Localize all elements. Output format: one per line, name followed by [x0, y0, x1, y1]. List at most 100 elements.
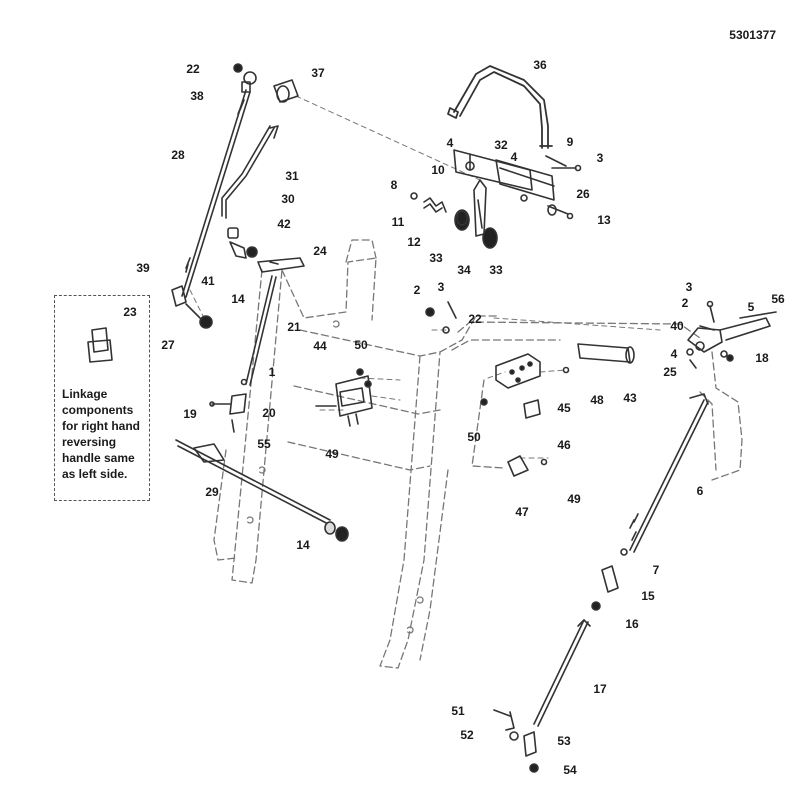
part-2-3-center [425, 301, 457, 334]
callout-label: 7 [652, 563, 660, 577]
note-line: for right hand [62, 419, 140, 433]
callout-label: 3 [685, 280, 693, 294]
callout-label: 18 [755, 351, 769, 365]
callout-label: 40 [670, 319, 684, 333]
callout-label: 55 [257, 437, 271, 451]
callout-label: 54 [563, 763, 577, 777]
lever-cluster [686, 300, 777, 369]
part-29-shaft [175, 439, 349, 542]
callout-label: 28 [171, 148, 185, 162]
callout-label: 46 [557, 438, 571, 452]
callout-label: 51 [451, 704, 465, 718]
note-line: handle same [62, 451, 135, 465]
callout-label: 29 [205, 485, 219, 499]
callout-label: 15 [641, 589, 655, 603]
callout-label: 34 [457, 263, 471, 277]
callout-label: 4 [670, 347, 678, 361]
callout-label: 39 [136, 261, 150, 275]
part-9-3-screws [545, 155, 582, 220]
callout-label: 2 [413, 283, 421, 297]
callout-label: 37 [311, 66, 325, 80]
callout-label: 4 [446, 136, 454, 150]
callout-label: 44 [313, 339, 327, 353]
handle-frame [213, 239, 743, 669]
part-37-bushing [273, 79, 299, 103]
part-20-block [209, 378, 248, 433]
part-32-bracket [453, 149, 555, 202]
callout-label: 6 [696, 484, 704, 498]
callout-label: 33 [489, 263, 503, 277]
callout-label: 10 [431, 163, 445, 177]
note-line: components [62, 403, 134, 417]
callout-label: 49 [325, 447, 339, 461]
callout-label: 50 [467, 430, 481, 444]
callout-label: 12 [407, 235, 421, 249]
callout-label: 23 [123, 305, 137, 319]
callout-label: 25 [663, 365, 677, 379]
part-23-clip [87, 327, 113, 363]
callout-label: 36 [533, 58, 547, 72]
callout-label: 16 [625, 617, 639, 631]
callout-label: 13 [597, 213, 611, 227]
callout-label: 9 [566, 135, 574, 149]
callout-label: 24 [313, 244, 327, 258]
part-51-54 [493, 709, 539, 773]
callout-label: 4 [510, 150, 518, 164]
callout-label: 31 [285, 169, 299, 183]
callout-label: 2 [681, 296, 689, 310]
callout-label: 49 [567, 492, 581, 506]
callout-label: 5 [747, 300, 755, 314]
part-39-27 [171, 285, 213, 329]
callout-label: 8 [390, 178, 398, 192]
part-44-switch [315, 368, 373, 427]
callout-label: 32 [494, 138, 508, 152]
callout-label: 27 [161, 338, 175, 352]
callout-label: 56 [771, 292, 785, 306]
part-34-arm [454, 179, 498, 249]
callout-label: 22 [468, 312, 482, 326]
note-line: reversing [62, 435, 117, 449]
part-28-rod [181, 63, 257, 298]
callout-label: 3 [437, 280, 445, 294]
part-46-47 [480, 398, 548, 477]
callout-label: 20 [262, 406, 276, 420]
part-7-15-16 [591, 548, 628, 611]
callout-label: 30 [281, 192, 295, 206]
callout-label: 47 [515, 505, 529, 519]
part-41-42 [227, 227, 258, 259]
callout-label: 14 [231, 292, 245, 306]
note-line: as left side. [62, 467, 128, 481]
note-line: Linkage [62, 387, 108, 401]
callout-label: 38 [190, 89, 204, 103]
callout-label: 17 [593, 682, 607, 696]
callout-label: 42 [277, 217, 291, 231]
callout-label: 1 [268, 365, 276, 379]
part-21-rod [245, 275, 277, 386]
callout-label: 19 [183, 407, 197, 421]
part-36-handle [447, 65, 553, 149]
callout-label: 43 [623, 391, 637, 405]
callout-label: 11 [391, 215, 405, 229]
callout-label: 41 [201, 274, 215, 288]
callout-label: 33 [429, 251, 443, 265]
note-text: Linkage components for right hand revers… [55, 386, 151, 482]
diagram-id: 5301377 [729, 28, 776, 42]
callout-label: 50 [354, 338, 368, 352]
part-8-11-12 [410, 192, 468, 226]
callout-label: 22 [186, 62, 200, 76]
callout-label: 3 [596, 151, 604, 165]
callout-label: 26 [576, 187, 590, 201]
callout-label: 45 [557, 401, 571, 415]
callout-label: 48 [590, 393, 604, 407]
callout-label: 53 [557, 734, 571, 748]
note-box: Linkage components for right hand revers… [54, 295, 150, 501]
part-17-rod [533, 619, 591, 727]
callout-label: 52 [460, 728, 474, 742]
callout-label: 21 [287, 320, 301, 334]
part-24-bracket [257, 257, 305, 273]
part-30-31-rod [221, 125, 279, 219]
part-45-block [495, 353, 570, 389]
part-6-rod [629, 393, 709, 553]
